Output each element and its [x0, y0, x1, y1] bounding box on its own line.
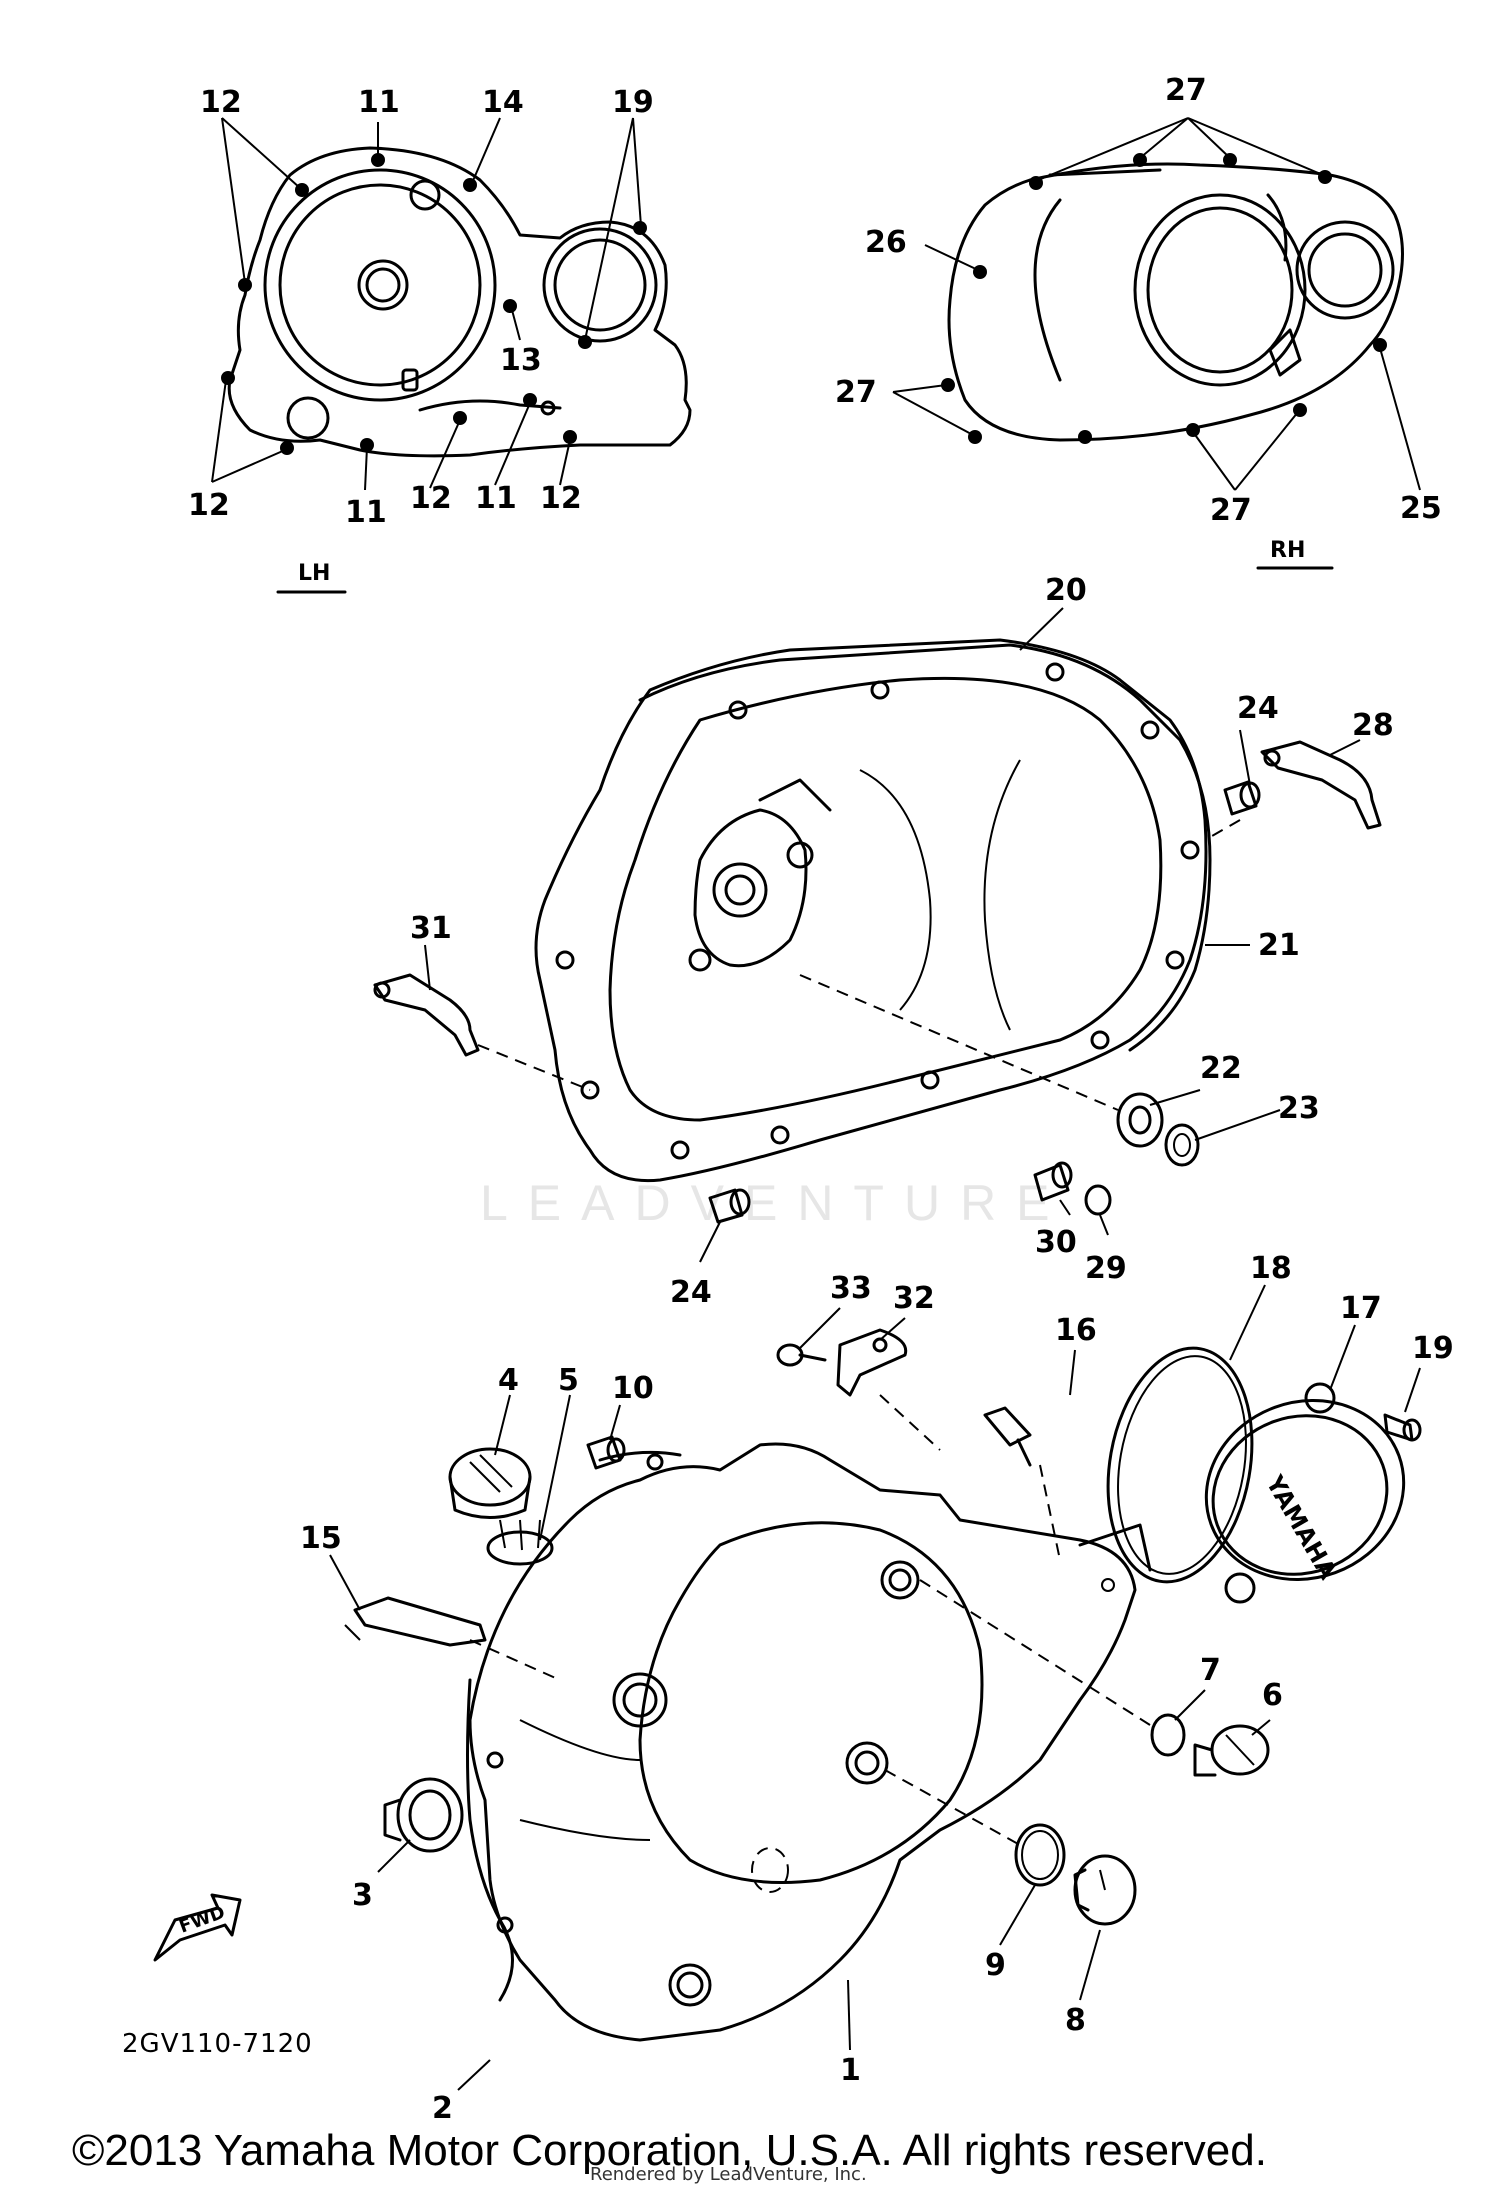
callout-27: 27 — [835, 375, 877, 410]
dowel-pin-24-lower — [708, 1188, 751, 1224]
crankcase-cover-1 — [468, 1442, 1152, 2042]
dowel-10 — [586, 1435, 626, 1470]
callout-8: 8 — [1065, 2003, 1086, 2038]
callout-30: 30 — [1035, 1225, 1077, 1260]
callout-10: 10 — [612, 1371, 654, 1406]
callout-12: 12 — [188, 488, 230, 523]
callout-4: 4 — [498, 1363, 519, 1398]
rh-callouts: 27 26 27 27 25 — [835, 73, 1442, 528]
cover-17: YAMAHA — [1204, 1382, 1406, 1604]
middle-leader-lines — [424, 607, 1361, 1263]
callout-1: 1 — [840, 2053, 861, 2088]
lh-callouts: 12 11 14 19 13 12 11 12 11 12 — [188, 85, 654, 530]
callout-3: 3 — [352, 1878, 373, 1913]
o-ring-29 — [1084, 1184, 1112, 1216]
callout-22: 22 — [1200, 1051, 1242, 1086]
cover-logo: YAMAHA — [1260, 1470, 1342, 1585]
callout-24: 24 — [670, 1275, 712, 1310]
callout-6: 6 — [1262, 1678, 1283, 1713]
callout-18: 18 — [1250, 1251, 1292, 1286]
callout-19: 19 — [1412, 1331, 1454, 1366]
lower-leader-lines — [329, 1284, 1421, 2091]
o-ring-7 — [1150, 1713, 1186, 1757]
plug-6 — [1193, 1724, 1270, 1777]
callout-24: 24 — [1237, 691, 1279, 726]
callout-19: 19 — [612, 85, 654, 120]
callout-28: 28 — [1352, 708, 1394, 743]
callout-27: 27 — [1165, 73, 1207, 108]
dowel-pin-30 — [1033, 1161, 1073, 1202]
clamp-31 — [373, 973, 480, 1057]
callout-32: 32 — [893, 1281, 935, 1316]
callout-2: 2 — [432, 2091, 453, 2126]
lh-gasket-bolt-dots — [221, 153, 647, 455]
bolt-19 — [1383, 1413, 1422, 1442]
callout-29: 29 — [1085, 1251, 1127, 1286]
callout-23: 23 — [1278, 1091, 1320, 1126]
crankcase-gasket-outline — [555, 643, 1212, 1160]
rh-leader-lines — [892, 117, 1421, 491]
callout-11: 11 — [475, 481, 517, 516]
bolt-16 — [983, 1406, 1032, 1467]
callout-13: 13 — [500, 343, 542, 378]
lower-callouts: 4 5 10 15 3 2 1 6 7 8 9 16 17 18 19 33 3… — [300, 1251, 1454, 2126]
callout-12: 12 — [410, 481, 452, 516]
plug-3 — [383, 1777, 464, 1853]
callout-15: 15 — [300, 1521, 342, 1556]
clamp-15 — [344, 1596, 487, 1647]
clamp-28 — [1260, 740, 1382, 830]
callout-16: 16 — [1055, 1313, 1097, 1348]
rendered-by-credit: Rendered by LeadVenture, Inc. — [590, 2164, 867, 2185]
dowel-pin-24-upper — [1223, 780, 1261, 816]
callout-27: 27 — [1210, 493, 1252, 528]
lh-leader-lines — [211, 117, 642, 491]
copyright-notice: ©2013 Yamaha Motor Corporation, U.S.A. A… — [72, 2126, 1267, 2175]
o-ring-9 — [1014, 1823, 1066, 1887]
callout-9: 9 — [985, 1948, 1006, 1983]
rh-gasket-bolt-dots — [941, 153, 1387, 444]
oil-seal-22 — [1116, 1092, 1164, 1148]
callout-11: 11 — [358, 85, 400, 120]
callout-31: 31 — [410, 911, 452, 946]
plug-8 — [1073, 1854, 1137, 1926]
o-ring-5 — [486, 1519, 554, 1566]
cover-gasket-2 — [466, 1450, 682, 2002]
middle-callouts: 20 24 28 31 21 22 23 30 29 24 — [410, 573, 1394, 1310]
bolt-33 — [776, 1343, 827, 1367]
callout-7: 7 — [1200, 1653, 1221, 1688]
lh-label: LH — [298, 561, 330, 586]
crankcase-cover-body — [534, 638, 1208, 1183]
circlip-23 — [1164, 1123, 1200, 1167]
callout-17: 17 — [1340, 1291, 1382, 1326]
rh-gasket-outline — [947, 162, 1404, 442]
callout-25: 25 — [1400, 491, 1442, 526]
callout-12: 12 — [200, 85, 242, 120]
callout-14: 14 — [482, 85, 524, 120]
callout-21: 21 — [1258, 928, 1300, 963]
watermark: LEADVENTURE — [480, 1175, 1070, 1231]
callout-26: 26 — [865, 225, 907, 260]
callout-5: 5 — [558, 1363, 579, 1398]
oil-filler-cap-4 — [448, 1447, 532, 1519]
callout-11: 11 — [345, 495, 387, 530]
callout-33: 33 — [830, 1271, 872, 1306]
clamp-32 — [836, 1328, 908, 1397]
o-ring-18 — [1106, 1346, 1254, 1584]
fwd-arrow: FWD — [153, 1893, 242, 1962]
callout-12: 12 — [540, 481, 582, 516]
rh-label: RH — [1270, 538, 1305, 563]
callout-20: 20 — [1045, 573, 1087, 608]
lh-gasket-outline — [227, 146, 692, 458]
figure-code: 2GV110-7120 — [122, 2029, 313, 2059]
